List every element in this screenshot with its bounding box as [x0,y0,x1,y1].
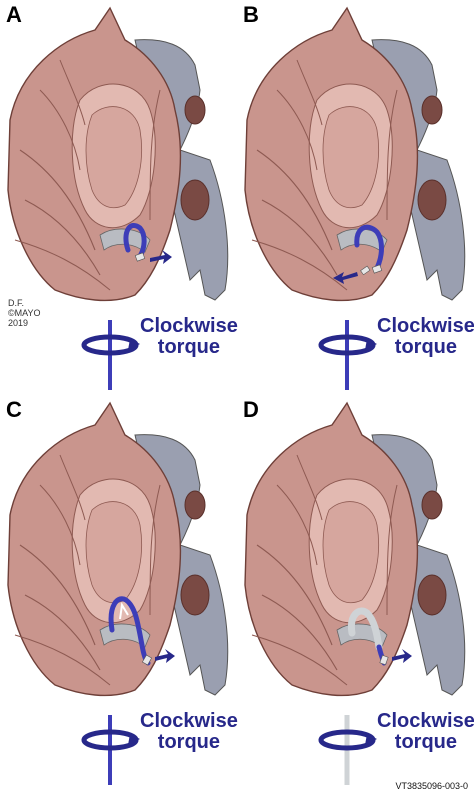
torque-label: Clockwise torque [140,711,238,753]
torque-line: Clockwise [377,710,474,732]
heart-illustration-c [7,401,229,785]
torque-line: Clockwise [377,315,474,337]
panel-b: B Clockwise torque [237,0,474,390]
panel-c: C Clockwise torque [0,395,238,785]
torque-label: Clockwise torque [377,711,474,753]
torque-line: Clockwise [140,315,238,337]
torque-line: torque [157,336,221,358]
heart-illustration-a [7,6,229,390]
figure-id: VT3835096-003-0 [395,781,468,791]
torque-label: Clockwise torque [140,316,238,358]
direction-arrow [392,649,412,663]
torque-line: Clockwise [140,710,238,732]
torque-line: torque [394,731,458,753]
catheter [354,224,384,271]
torque-label: Clockwise torque [377,316,474,358]
sheath [347,607,383,651]
direction-arrow [150,250,172,264]
panel-a: A D.F. ©MAYO 2019 Clockwise torque [0,0,238,390]
panel-letter: D [243,397,259,422]
direction-arrow [333,272,358,284]
direction-arrow [155,649,175,663]
heart-illustration-b [244,6,466,390]
catheter [123,223,147,259]
credit-line: D.F. [8,298,25,308]
panel-letter: B [243,2,259,27]
torque-line: torque [394,336,458,358]
heart-illustration-d [244,401,466,785]
torque-line: torque [157,731,221,753]
artist-credit: D.F. ©MAYO 2019 [8,298,40,328]
panel-d: D Clockwise torque [237,395,474,785]
credit-line: ©MAYO [8,308,41,318]
credit-line: 2019 [8,318,29,328]
panel-letter: A [6,2,22,27]
panel-letter: C [6,397,22,422]
